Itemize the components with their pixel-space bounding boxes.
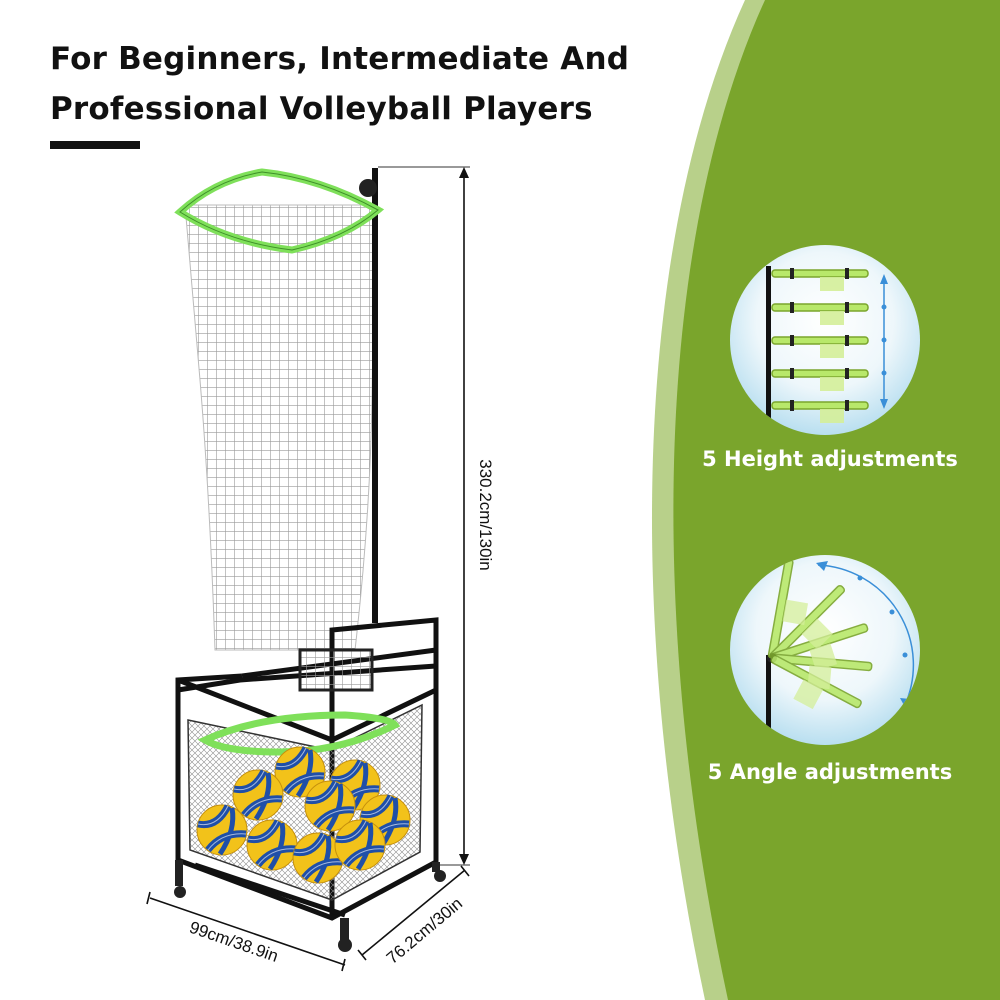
headline-line-2: Professional Volleyball Players [50,91,593,127]
width-dimension [146,891,346,972]
headline: For Beginners, Intermediate And Professi… [50,34,629,134]
depth-label: 76.2cm/30in [383,894,466,968]
height-label: 330.2cm/130in [476,459,495,571]
depth-dimension [357,865,470,961]
width-label: 99cm/38.9in [187,918,281,966]
volleyball-trainer [174,168,446,952]
headline-line-1: For Beginners, Intermediate And [50,41,630,77]
height-adjust-icon [730,245,920,435]
training-net [184,204,376,651]
green-panel [651,0,1000,1000]
headline-underline [50,141,140,149]
angle-adjust-icon [730,555,920,745]
catch-hoop [197,711,401,756]
pole-hinge [359,179,377,197]
pole [372,168,378,623]
wheels [174,860,446,952]
angle-adjust-label: 5 Angle adjustments [707,760,953,784]
height-adjust-label: 5 Height adjustments [702,447,958,471]
